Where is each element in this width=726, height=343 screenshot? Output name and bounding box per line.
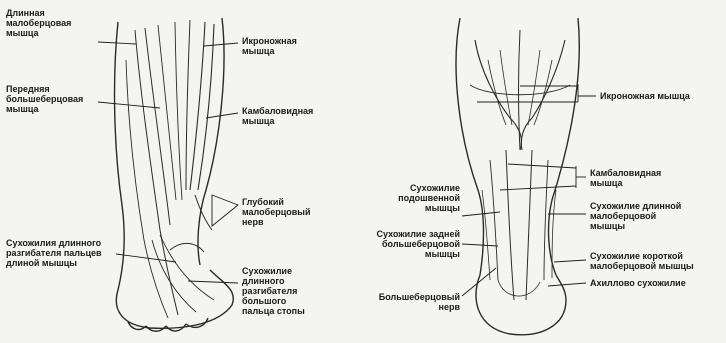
left-leg-illustration [115, 18, 234, 331]
label-deep-peroneal-nerve: Глубокий малоберцовый нерв [242, 197, 310, 227]
label-peroneus-brevis-tendon: Сухожилие короткой малоберцовой мышцы [590, 251, 694, 271]
label-ext-digitorum-tendons: Сухожилия длинного разгибателя пальцев д… [6, 238, 102, 268]
label-peroneus-longus-tendon: Сухожилие длинной малоберцовой мышцы [590, 201, 681, 231]
label-soleus-left: Камбаловидная мышца [242, 106, 313, 126]
label-tibialis-posterior-tendon: Сухожилие задней большеберцовой мышцы [350, 229, 460, 259]
right-leg-illustration [456, 18, 579, 335]
label-achilles-tendon: Ахиллово сухожилие [590, 278, 686, 288]
label-soleus-right: Камбаловидная мышца [590, 168, 661, 188]
label-peroneus-longus: Длинная малоберцовая мышца [6, 8, 71, 38]
label-tibialis-anterior: Передняя большеберцовая мышца [6, 84, 83, 114]
label-ext-hallucis-tendon: Сухожилие длинного разгибателя большого … [242, 266, 305, 316]
label-gastrocnemius-right: Икроножная мышца [600, 91, 690, 101]
label-plantaris-tendon: Сухожилие подошвенной мышцы [368, 183, 460, 213]
label-tibial-nerve: Большеберцовый нерв [356, 292, 460, 312]
label-gastrocnemius-left: Икроножная мышца [242, 36, 297, 56]
left-leader-lines [98, 42, 238, 283]
